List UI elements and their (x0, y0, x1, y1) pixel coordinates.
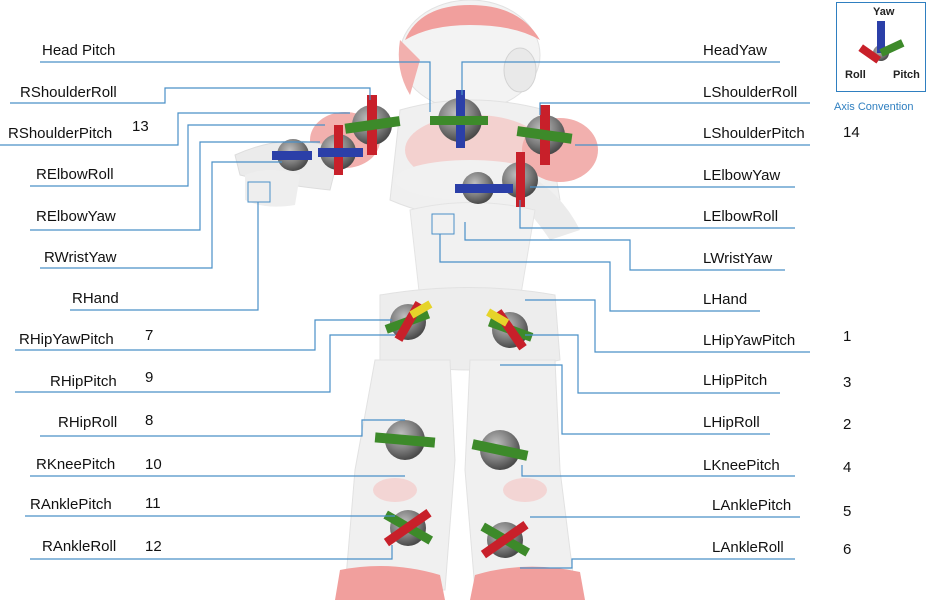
axis-roll-label: Roll (845, 69, 866, 81)
num-l-ankle-roll: 6 (843, 541, 852, 558)
leader-l-ankle-roll (520, 558, 795, 569)
joint-r-hip (384, 300, 433, 342)
leader-l-hip-yaw-pitch (525, 299, 810, 353)
leader-r-wrist-yaw (40, 161, 282, 269)
joint-l-hip (486, 308, 534, 351)
label-head-yaw: HeadYaw (703, 42, 767, 59)
leader-r-shoulder-roll (10, 87, 371, 104)
head-top-red (405, 5, 540, 40)
leader-l-elbow-roll (519, 200, 795, 229)
leader-l-hand (439, 234, 760, 312)
leader-r-shoulder-pitch (0, 112, 350, 146)
num-l-ankle-pitch: 5 (843, 503, 852, 520)
joint-r-shoulder (344, 95, 401, 155)
l-hand-box (431, 213, 455, 235)
leader-l-knee-pitch (521, 465, 795, 477)
label-l-hip-pitch: LHipPitch (703, 372, 768, 389)
label-r-ankle-roll: RAnkleRoll (42, 538, 117, 555)
joint-head (430, 90, 488, 148)
joint-l-ankle (480, 520, 531, 559)
label-r-hip-yaw-pitch: RHipYawPitch (19, 331, 114, 348)
joint-r-elbow (272, 125, 363, 175)
label-r-shoulder-roll: RShoulderRoll (20, 84, 117, 101)
num-l-knee-pitch: 4 (843, 459, 852, 476)
leader-r-hip-yaw-pitch (15, 319, 392, 351)
leader-r-hip-pitch (15, 334, 395, 393)
label-r-knee-pitch: RKneePitch (36, 456, 116, 473)
label-head-pitch: Head Pitch (42, 42, 116, 59)
num-r-shoulder-pitch: 13 (132, 118, 149, 135)
joint-l-knee (471, 430, 529, 470)
joint-l-shoulder (516, 105, 573, 165)
num-l-shoulder-pitch: 14 (843, 124, 860, 141)
label-l-shoulder-roll: LShoulderRoll (703, 84, 798, 101)
label-r-ankle-pitch: RAnklePitch (30, 496, 112, 513)
label-r-elbow-yaw: RElbowYaw (36, 208, 116, 225)
leader-lines (0, 61, 810, 569)
num-r-knee-pitch: 10 (145, 456, 162, 473)
leader-r-elbow-yaw (30, 141, 320, 231)
label-r-hip-pitch: RHipPitch (50, 373, 117, 390)
leader-r-ankle-roll (30, 545, 393, 560)
label-l-knee-pitch: LKneePitch (703, 457, 780, 474)
num-r-ankle-roll: 12 (145, 538, 162, 555)
num-r-ankle-pitch: 11 (145, 495, 161, 512)
label-l-hip-yaw-pitch: LHipYawPitch (703, 332, 796, 349)
leader-r-hand (70, 202, 259, 311)
leader-r-hip-roll (40, 419, 405, 437)
leader-l-hip-roll (500, 364, 770, 435)
num-l-hip-yaw-pitch: 1 (843, 328, 852, 345)
label-l-hand: LHand (703, 291, 748, 308)
label-l-elbow-yaw: LElbowYaw (703, 167, 781, 184)
leader-r-elbow-roll (30, 124, 325, 187)
leader-head-yaw (461, 61, 780, 95)
axis-convention-box: Yaw Roll Pitch (836, 2, 926, 92)
num-l-hip-pitch: 3 (843, 374, 852, 391)
axis-convention-caption: Axis Convention (834, 101, 914, 113)
axis-pitch-label: Pitch (893, 69, 920, 81)
label-r-elbow-roll: RElbowRoll (36, 166, 114, 183)
label-l-ankle-roll: LAnkleRoll (712, 539, 784, 556)
label-l-ankle-pitch: LAnklePitch (712, 497, 792, 514)
r-hand-box (247, 181, 271, 203)
leader-head-pitch (40, 61, 431, 112)
label-l-elbow-roll: LElbowRoll (703, 208, 779, 225)
label-r-hand: RHand (72, 290, 119, 307)
joint-l-elbow (455, 152, 538, 207)
label-r-hip-roll: RHipRoll (58, 414, 118, 431)
num-r-hip-yaw-pitch: 7 (145, 327, 154, 344)
num-r-hip-roll: 8 (145, 412, 154, 429)
label-l-hip-roll: LHipRoll (703, 414, 760, 431)
axis-yaw-label: Yaw (873, 6, 895, 18)
joint-r-knee (374, 420, 436, 460)
leader-l-wrist-yaw (464, 222, 785, 271)
leader-l-shoulder-roll (539, 102, 810, 115)
joint-r-ankle (383, 508, 434, 547)
num-r-hip-pitch: 9 (145, 369, 154, 386)
label-l-wrist-yaw: LWristYaw (703, 250, 773, 267)
axis-gizmo-icon (858, 21, 905, 64)
label-r-wrist-yaw: RWristYaw (44, 249, 117, 266)
label-l-shoulder-pitch: LShoulderPitch (703, 125, 805, 142)
num-l-hip-roll: 2 (843, 416, 852, 433)
leader-l-hip-pitch (525, 334, 780, 394)
label-r-shoulder-pitch: RShoulderPitch (8, 125, 113, 142)
